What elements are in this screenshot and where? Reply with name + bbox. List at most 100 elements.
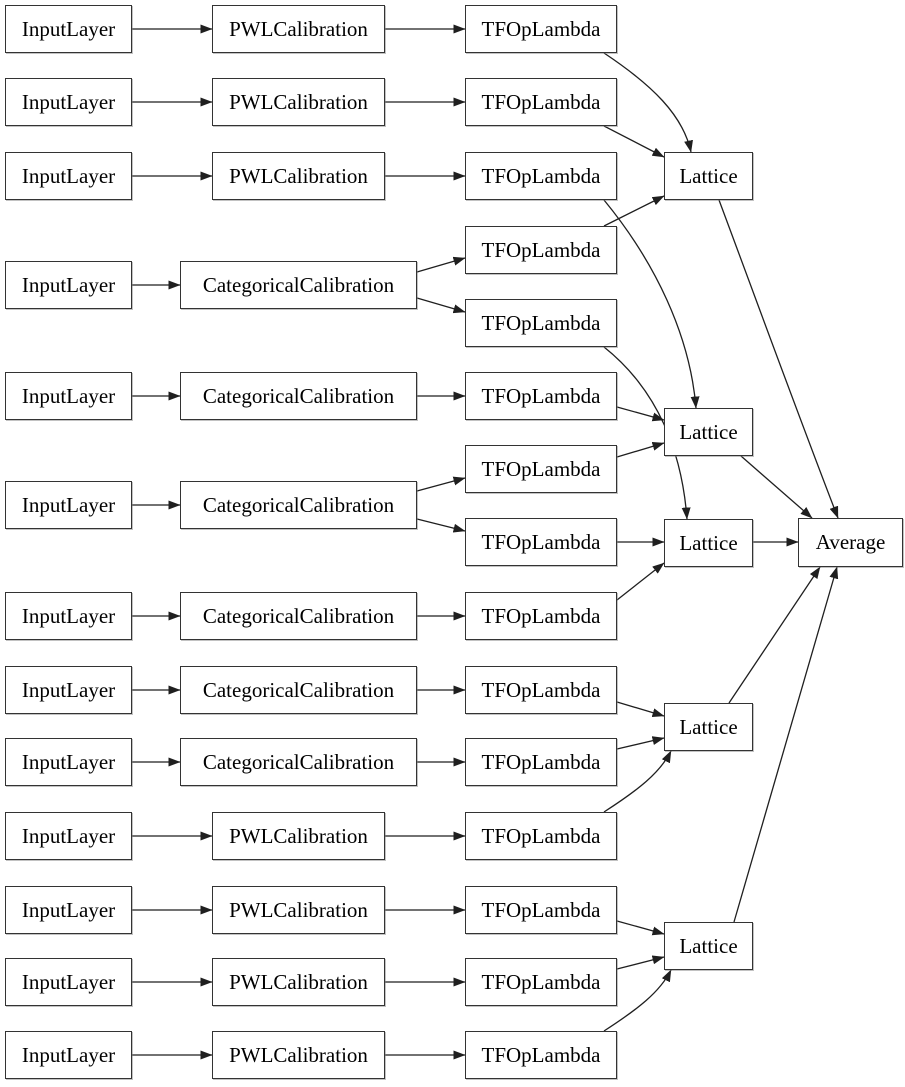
node-label: PWLCalibration — [229, 16, 368, 41]
edge-catcal1-tfop4 — [416, 256, 466, 273]
node-tfop1: TFOpLambda — [465, 5, 617, 53]
node-tfop3: TFOpLambda — [465, 152, 617, 200]
node-tfop5: TFOpLambda — [465, 299, 617, 347]
node-label: PWLCalibration — [229, 163, 368, 188]
node-label: TFOpLambda — [481, 529, 601, 554]
node-lattice5: Lattice — [664, 922, 753, 970]
node-label: CategoricalCalibration — [202, 383, 395, 408]
node-catcal4: CategoricalCalibration — [180, 592, 417, 640]
node-label: InputLayer — [21, 749, 116, 774]
edge-lattice4-average — [728, 566, 821, 704]
edge-tfop7-lattice2 — [616, 441, 665, 458]
node-label: Lattice — [679, 714, 738, 739]
node-label: TFOpLambda — [481, 310, 601, 335]
node-input3: InputLayer — [5, 152, 132, 200]
node-lattice2: Lattice — [664, 408, 753, 456]
edge-tfop13-lattice5 — [616, 920, 665, 936]
node-pwl1: PWLCalibration — [212, 5, 385, 53]
node-label: InputLayer — [21, 969, 116, 994]
node-catcal5: CategoricalCalibration — [180, 666, 417, 714]
node-label: InputLayer — [21, 89, 116, 114]
edge-tfop4-lattice1 — [603, 195, 665, 227]
node-lattice4: Lattice — [664, 703, 753, 751]
node-tfop7: TFOpLambda — [465, 445, 617, 493]
node-label: TFOpLambda — [481, 1042, 601, 1067]
node-label: PWLCalibration — [229, 897, 368, 922]
node-input11: InputLayer — [5, 886, 132, 934]
node-input1: InputLayer — [5, 5, 132, 53]
node-label: CategoricalCalibration — [202, 677, 395, 702]
node-label: PWLCalibration — [229, 89, 368, 114]
node-label: Average — [815, 530, 886, 554]
node-pwl5: PWLCalibration — [212, 886, 385, 934]
node-input4: InputLayer — [5, 261, 132, 309]
node-label: TFOpLambda — [481, 897, 601, 922]
node-label: Lattice — [679, 530, 738, 555]
node-label: CategoricalCalibration — [202, 272, 395, 297]
node-input2: InputLayer — [5, 78, 132, 126]
node-catcal1: CategoricalCalibration — [180, 261, 417, 309]
node-label: TFOpLambda — [481, 823, 601, 848]
node-label: InputLayer — [21, 677, 116, 702]
node-input5: InputLayer — [5, 372, 132, 420]
node-label: Lattice — [679, 933, 738, 958]
node-tfop4: TFOpLambda — [465, 226, 617, 274]
node-label: InputLayer — [21, 272, 116, 297]
node-tfop11: TFOpLambda — [465, 738, 617, 786]
node-label: TFOpLambda — [481, 383, 601, 408]
edge-lattice5-average — [733, 566, 839, 923]
edge-lattice1-average — [718, 199, 839, 519]
node-tfop12: TFOpLambda — [465, 812, 617, 860]
node-label: TFOpLambda — [481, 749, 601, 774]
node-label: PWLCalibration — [229, 969, 368, 994]
edge-tfop15-lattice5 — [603, 969, 672, 1032]
node-pwl2: PWLCalibration — [212, 78, 385, 126]
node-pwl6: PWLCalibration — [212, 958, 385, 1006]
node-pwl3: PWLCalibration — [212, 152, 385, 200]
node-input6: InputLayer — [5, 481, 132, 529]
edge-tfop10-lattice4 — [616, 701, 665, 718]
edge-tfop9-lattice3 — [616, 562, 665, 601]
edge-tfop2-lattice1 — [603, 125, 665, 158]
node-label: CategoricalCalibration — [202, 603, 395, 628]
node-label: InputLayer — [21, 1042, 116, 1067]
node-tfop10: TFOpLambda — [465, 666, 617, 714]
edge-tfop11-lattice4 — [616, 736, 665, 750]
node-input8: InputLayer — [5, 666, 132, 714]
node-label: InputLayer — [21, 492, 116, 517]
edge-tfop6-lattice2 — [616, 406, 665, 422]
node-label: InputLayer — [21, 383, 116, 408]
edge-catcal3-tfop7 — [416, 476, 466, 492]
node-lattice1: Lattice — [664, 152, 753, 200]
node-tfop15: TFOpLambda — [465, 1031, 617, 1079]
node-tfop6: TFOpLambda — [465, 372, 617, 420]
node-pwl7: PWLCalibration — [212, 1031, 385, 1079]
node-tfop14: TFOpLambda — [465, 958, 617, 1006]
edge-tfop3-lattice2 — [603, 199, 700, 409]
node-label: TFOpLambda — [481, 969, 601, 994]
node-label: Lattice — [679, 419, 738, 444]
node-catcal3: CategoricalCalibration — [180, 481, 417, 529]
node-input13: InputLayer — [5, 1031, 132, 1079]
node-catcal2: CategoricalCalibration — [180, 372, 417, 420]
node-label: InputLayer — [21, 163, 116, 188]
edge-tfop12-lattice4 — [603, 750, 672, 813]
edge-tfop14-lattice5 — [616, 955, 665, 970]
edge-tfop5-lattice3 — [603, 346, 691, 520]
edge-tfop1-lattice1 — [603, 52, 693, 153]
node-label: TFOpLambda — [481, 603, 601, 628]
node-lattice3: Lattice — [664, 519, 753, 567]
node-label: TFOpLambda — [481, 677, 601, 702]
node-label: CategoricalCalibration — [202, 749, 395, 774]
node-input7: InputLayer — [5, 592, 132, 640]
node-average: Average — [798, 518, 903, 567]
node-label: TFOpLambda — [481, 237, 601, 262]
node-label: InputLayer — [21, 16, 116, 41]
node-label: PWLCalibration — [229, 823, 368, 848]
node-label: TFOpLambda — [481, 456, 601, 481]
node-label: PWLCalibration — [229, 1042, 368, 1067]
node-label: Lattice — [679, 163, 738, 188]
node-label: InputLayer — [21, 897, 116, 922]
